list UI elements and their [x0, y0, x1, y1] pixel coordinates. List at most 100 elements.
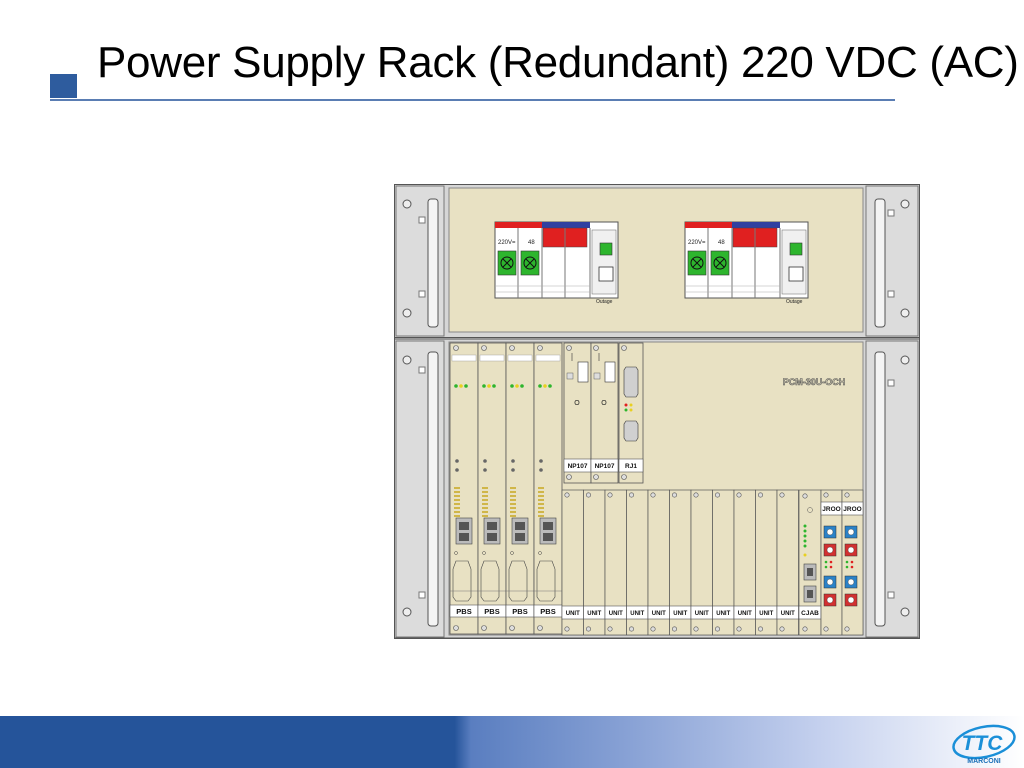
- left-handle-lower: [427, 351, 439, 627]
- unit-card: UNIT: [561, 489, 584, 636]
- unit-card-label: UNIT: [609, 611, 623, 617]
- screw-icon: [823, 492, 829, 498]
- screw-icon: [593, 474, 599, 480]
- screw-icon: [402, 199, 412, 209]
- screw-icon: [714, 492, 721, 498]
- screw-icon: [481, 345, 487, 351]
- pbs-card: PBS: [449, 342, 479, 635]
- unit-card-label: UNIT: [716, 611, 730, 617]
- screw-icon: [900, 308, 910, 318]
- screw-icon: [802, 626, 808, 632]
- screw-icon: [402, 607, 412, 617]
- breaker-x-icon: [690, 256, 704, 270]
- logo-sub-text: MARCONI: [967, 758, 1000, 765]
- lower-rack-section: PBS PBS: [394, 338, 920, 639]
- outage-label: Outage: [786, 299, 803, 305]
- pbs-card-label: PBS: [456, 607, 471, 616]
- screw-icon: [607, 626, 613, 632]
- screw-icon: [900, 355, 910, 365]
- device-model-label: PCM-30U-OCH: [783, 377, 846, 387]
- right-handle-upper: [874, 198, 886, 328]
- np107-card: O NP107: [590, 342, 619, 484]
- jroo-card-label: JROO: [822, 506, 840, 513]
- jroo-card-label: JROO: [843, 506, 861, 513]
- screw-icon: [402, 308, 412, 318]
- cjab-card-label: CJAB: [801, 610, 819, 617]
- unit-card-label: UNIT: [759, 611, 773, 617]
- screw-icon: [585, 492, 592, 498]
- indicator-lamp: [599, 242, 613, 256]
- screw-icon: [566, 345, 572, 351]
- unit-card: UNIT: [733, 489, 756, 636]
- pbs-card: PBS: [505, 342, 535, 635]
- breaker-group-1: 220V= 48 Outage: [494, 221, 619, 305]
- screw-icon: [650, 626, 656, 632]
- breaker-group-2: 220V= 48 Outage: [684, 221, 809, 305]
- breaker-second-label: 48: [718, 240, 725, 246]
- screw-icon: [564, 626, 570, 632]
- screw-icon: [453, 345, 459, 351]
- pbs-card-label: PBS: [540, 607, 555, 616]
- rj1-card: RJ1: [618, 342, 644, 484]
- screw-icon: [402, 355, 412, 365]
- unit-card: UNIT: [776, 489, 799, 636]
- screw-icon: [714, 626, 721, 632]
- unit-card: UNIT: [712, 489, 735, 636]
- jroo-card: JROO: [820, 489, 843, 636]
- screw-icon: [844, 626, 850, 632]
- screw-icon: [779, 626, 785, 632]
- breaker-x-icon: [713, 256, 727, 270]
- screw-icon: [823, 626, 829, 632]
- screw-icon: [564, 492, 570, 498]
- screw-icon: [566, 474, 572, 480]
- cjab-card: CJAB: [798, 489, 822, 636]
- company-logo: TTC MARCONI: [952, 724, 1016, 765]
- left-handle-upper: [427, 198, 439, 328]
- screw-icon: [537, 345, 543, 351]
- outage-lamp: [598, 266, 614, 282]
- screw-icon: [802, 493, 808, 499]
- screw-icon: [628, 626, 635, 632]
- pbs-cards: PBS PBS: [449, 342, 563, 635]
- slide-title: Power Supply Rack (Redundant) 220 VDC (A…: [97, 38, 1019, 87]
- screw-icon: [693, 492, 699, 498]
- breaker-second-label: 48: [528, 240, 535, 246]
- outage-lamp: [788, 266, 804, 282]
- screw-icon: [537, 625, 543, 631]
- pbs-card-label: PBS: [484, 607, 499, 616]
- unit-card-label: UNIT: [652, 611, 666, 617]
- unit-card: UNIT: [647, 489, 670, 636]
- jroo-card: JROO: [841, 489, 864, 636]
- screw-icon: [844, 492, 850, 498]
- unit-card: UNIT: [583, 489, 606, 636]
- unit-card-label: UNIT: [630, 611, 644, 617]
- screw-icon: [671, 626, 678, 632]
- unit-card-label: UNIT: [566, 611, 580, 617]
- screw-icon: [757, 492, 764, 498]
- title-accent-square: [50, 74, 77, 98]
- unit-card: UNIT: [755, 489, 778, 636]
- screw-icon: [900, 199, 910, 209]
- screw-icon: [736, 626, 742, 632]
- pbs-card: PBS: [477, 342, 507, 635]
- screw-icon: [900, 607, 910, 617]
- indicator-lamp: [789, 242, 803, 256]
- np107-card: O NP107: [563, 342, 592, 484]
- right-rack-ear-upper: [865, 185, 919, 337]
- logo-swoosh-icon: [952, 724, 1016, 760]
- screw-icon: [779, 492, 785, 498]
- breaker-voltage-label: 220V=: [498, 240, 516, 246]
- breaker-x-icon: [500, 256, 514, 270]
- screw-icon: [650, 492, 656, 498]
- breaker-x-icon: [523, 256, 537, 270]
- screw-icon: [621, 345, 627, 351]
- rj1-card-label: RJ1: [625, 463, 637, 470]
- unit-card-label: UNIT: [673, 611, 687, 617]
- upper-rack-section: 220V= 48 Outage 220V=: [394, 184, 920, 338]
- screw-icon: [607, 492, 613, 498]
- screw-icon: [509, 345, 515, 351]
- np-card-label: NP107: [568, 463, 588, 470]
- screw-icon: [693, 626, 699, 632]
- np-card-label: NP107: [595, 463, 615, 470]
- logo-brand-text: TTC: [962, 732, 1004, 755]
